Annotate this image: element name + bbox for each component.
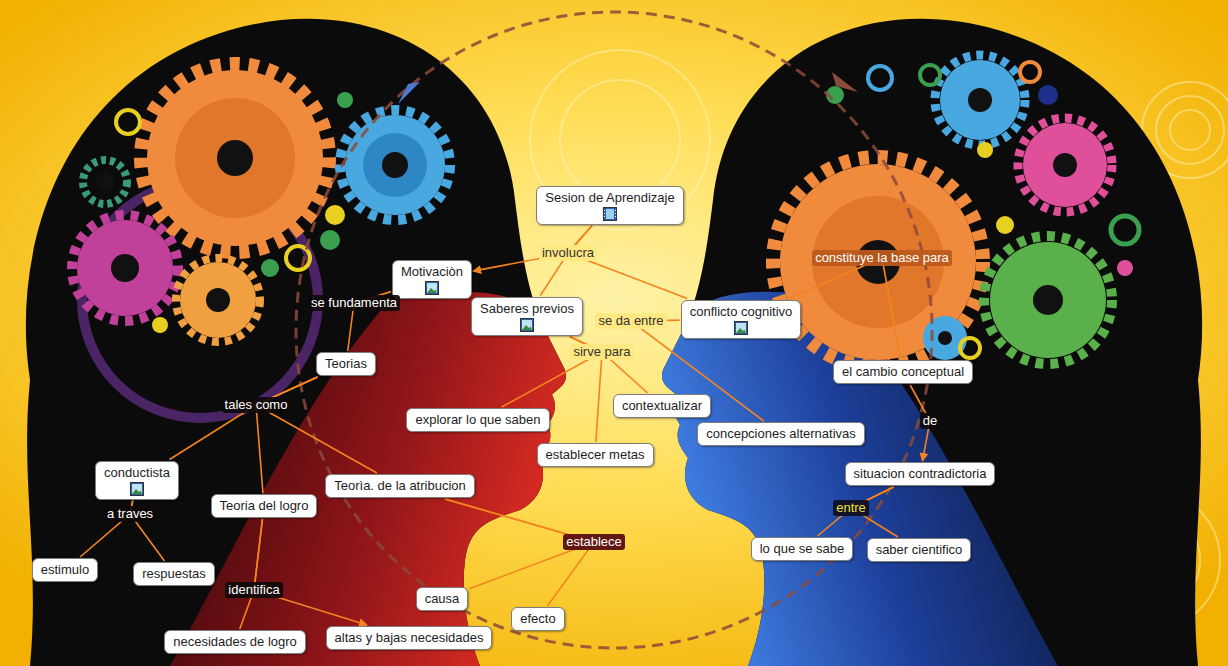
concept-text: establecer metas	[546, 447, 645, 463]
linking-phrase: se da entre	[595, 313, 666, 329]
concept-text: Teoria del logro	[220, 498, 309, 514]
concept-text: altas y bajas necesidades	[335, 630, 484, 646]
concept-box: conflicto cognitivo	[681, 300, 802, 339]
concept-box: situacion contradictoria	[845, 462, 996, 486]
image-icon	[130, 482, 144, 496]
concept-text: Saberes previos	[480, 301, 574, 317]
concept-text: lo que se sabe	[760, 541, 845, 557]
connector	[240, 519, 263, 629]
left-gears	[72, 64, 450, 418]
cycle-arrowhead	[832, 72, 858, 92]
concept-box: concepciones alternativas	[697, 422, 865, 446]
concept-box: Motivaciòn	[392, 260, 472, 299]
concept-text: el cambio conceptual	[842, 364, 964, 380]
concept-text: necesidades de logro	[173, 634, 297, 650]
linking-phrase: a traves	[104, 506, 156, 522]
concept-text: efecto	[520, 611, 555, 627]
linking-text: a traves	[107, 506, 153, 522]
concept-text: estimulo	[41, 562, 89, 578]
concept-text: situacion contradictoria	[854, 466, 987, 482]
linking-text: involucra	[542, 245, 594, 261]
linking-phrase: se fundamenta	[308, 295, 400, 311]
linking-text: sirve para	[573, 344, 630, 360]
concept-box: lo que se sabe	[751, 537, 854, 561]
linking-phrase: sirve para	[570, 344, 633, 360]
concept-box: efecto	[511, 607, 564, 631]
linking-phrase: involucra	[539, 245, 597, 261]
linking-text: tales como	[225, 397, 288, 413]
concept-text: conflicto cognitivo	[690, 304, 793, 320]
concept-box: explorar lo que saben	[406, 408, 549, 432]
linking-phrase: de	[920, 413, 940, 429]
concept-box: Teorias	[316, 352, 376, 376]
connector	[170, 377, 318, 460]
concept-text: causa	[425, 591, 460, 607]
linking-text: se da entre	[598, 313, 663, 329]
connector	[818, 487, 894, 536]
linking-phrase: constituye la base para	[812, 250, 952, 266]
linking-text: entre	[836, 500, 866, 516]
linking-text: establece	[566, 534, 622, 550]
linking-phrase: entre	[833, 500, 869, 516]
image-icon	[520, 318, 534, 332]
concept-text: Motivaciòn	[401, 264, 463, 280]
connector	[570, 337, 648, 394]
concept-box: el cambio conceptual	[833, 360, 973, 384]
linking-phrase: identifica	[225, 582, 282, 598]
right-head	[662, 19, 1202, 666]
left-head	[26, 19, 566, 666]
linking-text: de	[923, 413, 937, 429]
concept-text: Sesion de Aprendizaje	[545, 190, 674, 206]
linking-text: constituye la base para	[815, 250, 949, 266]
linking-text: identifica	[228, 582, 279, 598]
concept-box: contextualizar	[613, 394, 711, 418]
concept-text: saber cientifico	[876, 542, 963, 558]
cycle-arrowhead	[398, 82, 420, 104]
image-icon	[425, 281, 439, 295]
concept-text: concepciones alternativas	[706, 426, 856, 442]
connector	[788, 258, 900, 359]
concept-box: necesidades de logro	[164, 630, 306, 654]
video-icon	[603, 207, 617, 221]
right-gears	[773, 55, 1139, 367]
linking-text: se fundamenta	[311, 295, 397, 311]
concept-box: Teoria del logro	[211, 494, 318, 518]
dashed-cycle	[296, 12, 932, 648]
concept-text: Teorias	[325, 356, 367, 372]
concept-text: explorar lo que saben	[415, 412, 540, 428]
connector	[256, 377, 377, 473]
concept-box: Saberes previos	[471, 297, 583, 336]
image-icon	[734, 321, 748, 335]
concept-box: respuestas	[133, 562, 215, 586]
concept-box: causa	[416, 587, 469, 611]
concept-box: saber cientifico	[867, 538, 972, 562]
concept-box: Teorìa. de la atribucion	[325, 474, 475, 498]
connector	[254, 519, 367, 625]
linking-phrase: establece	[563, 534, 625, 550]
concept-text: contextualizar	[622, 398, 702, 414]
concept-box: estimulo	[32, 558, 98, 582]
linking-phrase: tales como	[222, 397, 291, 413]
concept-text: respuestas	[142, 566, 206, 582]
concept-text: conductista	[104, 465, 170, 481]
concept-box: Sesion de Aprendizaje	[536, 186, 683, 225]
concept-box: altas y bajas necesidades	[326, 626, 493, 650]
connector	[568, 226, 687, 299]
concept-box: establecer metas	[537, 443, 654, 467]
concept-box: conductista	[95, 461, 179, 500]
concept-text: Teorìa. de la atribucion	[334, 478, 466, 494]
